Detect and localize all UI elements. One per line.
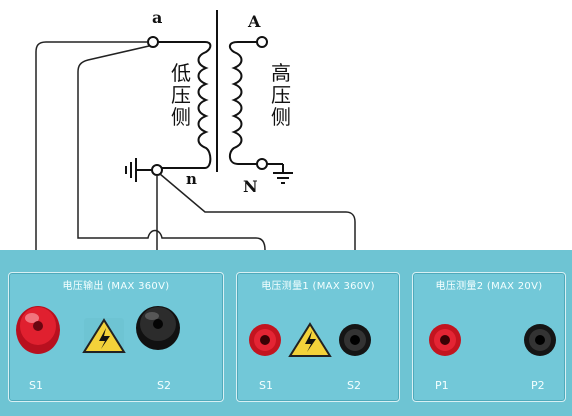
terminal-A-label: A — [248, 12, 261, 31]
terminal-label-s2: S2 — [157, 379, 171, 392]
high-voltage-coil — [228, 41, 258, 165]
wire-n-to-measure1-s2 — [159, 173, 356, 336]
terminal-n-label: n — [186, 170, 197, 188]
measure2-p1-red-jack[interactable] — [429, 324, 461, 356]
measure1-s1-red-jack[interactable] — [249, 324, 281, 356]
wire-a-to-output-s1 — [35, 41, 148, 322]
panel-title: 电压测量2 (MAX 20V) — [435, 281, 543, 292]
panel-title: 电压测量1 (MAX 360V) — [261, 281, 375, 292]
low-voltage-side-label: 低压侧 — [171, 61, 191, 129]
measure2-p2-black-jack[interactable] — [524, 324, 556, 356]
warning-triangle-icon — [82, 318, 126, 354]
terminal-label-s2: S2 — [347, 379, 361, 392]
high-voltage-side-label: 高压侧 — [271, 61, 291, 129]
wire-a-to-measure1-s1 — [77, 45, 266, 332]
terminal-label-p1: P1 — [435, 379, 449, 392]
terminal-A-node — [256, 36, 268, 48]
terminal-N-label: N — [243, 177, 258, 196]
terminal-label-p2: P2 — [531, 379, 545, 392]
warning-triangle-icon — [288, 322, 332, 357]
measure1-s2-black-jack[interactable] — [339, 324, 371, 356]
terminal-label-s1: S1 — [259, 379, 273, 392]
output-s1-red-post[interactable] — [16, 306, 60, 354]
ground-symbol-low — [125, 158, 137, 182]
terminal-a-label: a — [152, 8, 163, 27]
panel-title: 电压输出 (MAX 360V) — [62, 281, 170, 292]
terminal-label-s1: S1 — [29, 379, 43, 392]
ground-symbol-high — [273, 164, 293, 184]
output-s2-black-post[interactable] — [136, 306, 180, 350]
low-voltage-coil — [155, 41, 212, 169]
